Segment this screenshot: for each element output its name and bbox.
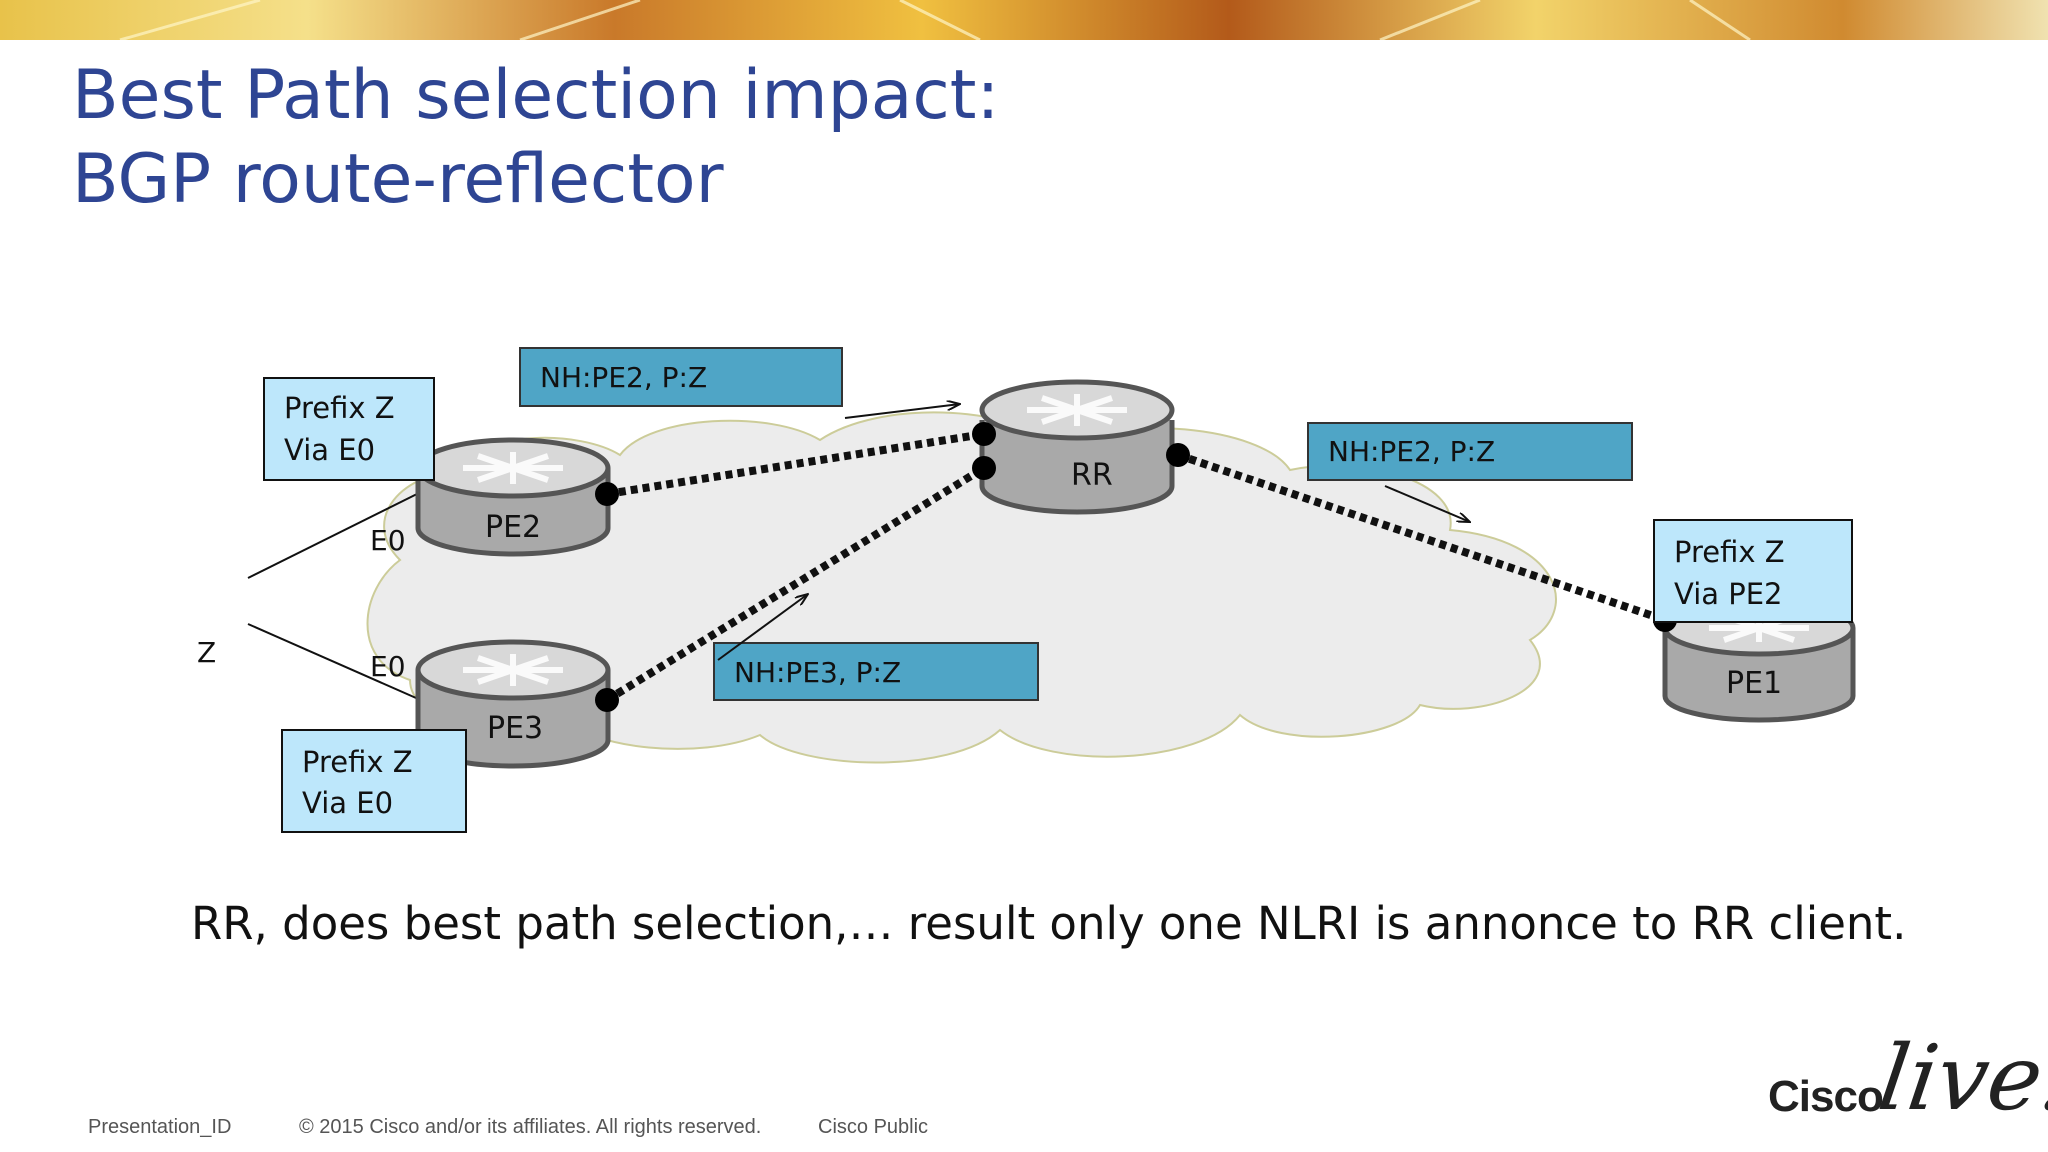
slide-caption: RR, does best path selection,… result on… [191, 897, 1907, 950]
logo-brand: Cisco [1768, 1072, 1884, 1121]
update-box-rr-pe1 [1307, 422, 1633, 481]
prefix-box-pe2-line2: Via E0 [284, 433, 375, 467]
update-box-pe3-rr [713, 642, 1039, 701]
prefix-box-pe1 [1653, 519, 1853, 623]
router-label-pe2: PE2 [485, 510, 541, 545]
interface-label-pe2: E0 [370, 524, 406, 557]
arrow-pe3-to-rr [717, 594, 808, 661]
prefix-box-pe2 [263, 377, 435, 481]
prefix-box-pe3-line2: Via E0 [302, 786, 393, 820]
prefix-box-pe1-line2: Via PE2 [1674, 577, 1783, 611]
footer-presentation-id: Presentation_ID [88, 1116, 232, 1138]
router-label-rr: RR [1071, 458, 1113, 493]
port-dot-pe3 [595, 688, 619, 712]
router-label-pe1: PE1 [1726, 666, 1782, 701]
router-label-pe3: PE3 [487, 711, 543, 746]
arrow-pe2-to-rr [844, 404, 960, 419]
port-dot-rr-1 [972, 422, 996, 446]
logo-product: live! [1872, 1026, 2048, 1131]
prefix-label-z: Z [197, 636, 216, 669]
prefix-box-pe1-line1: Prefix Z [1674, 535, 1785, 569]
page-title-line-1: Best Path selection impact: [72, 56, 1000, 135]
arrow-rr-to-pe1 [1384, 485, 1470, 522]
router-rr [979, 379, 1175, 515]
page-title-line-2: BGP route-reflector [72, 140, 724, 219]
footer-classification: Cisco Public [818, 1116, 929, 1138]
footer-copyright: © 2015 Cisco and/or its affiliates. All … [299, 1116, 762, 1138]
interface-label-pe3: E0 [370, 650, 406, 683]
prefix-box-pe3-line1: Prefix Z [302, 745, 413, 779]
link-z-pe3 [247, 623, 433, 706]
link-pe3-rr [604, 464, 987, 704]
prefix-box-pe2-line1: Prefix Z [284, 391, 395, 425]
port-dot-rr-2 [972, 456, 996, 480]
port-dot-pe2 [595, 482, 619, 506]
prefix-box-pe3 [281, 729, 467, 833]
update-box-pe2-rr [519, 347, 843, 407]
link-pe2-rr [606, 430, 985, 498]
router-pe2 [415, 437, 611, 557]
link-rr-pe1 [1176, 451, 1667, 624]
header-banner [0, 0, 2048, 40]
update-label-pe2-rr: NH:PE2, P:Z [540, 361, 707, 394]
port-dot-rr-3 [1166, 443, 1190, 467]
cisco-live-logo: Cisco live! [1768, 1026, 2048, 1131]
update-label-pe3-rr: NH:PE3, P:Z [734, 656, 901, 689]
link-z-pe2 [247, 489, 426, 579]
update-label-rr-pe1: NH:PE2, P:Z [1328, 435, 1495, 468]
network-cloud [366, 411, 1557, 764]
